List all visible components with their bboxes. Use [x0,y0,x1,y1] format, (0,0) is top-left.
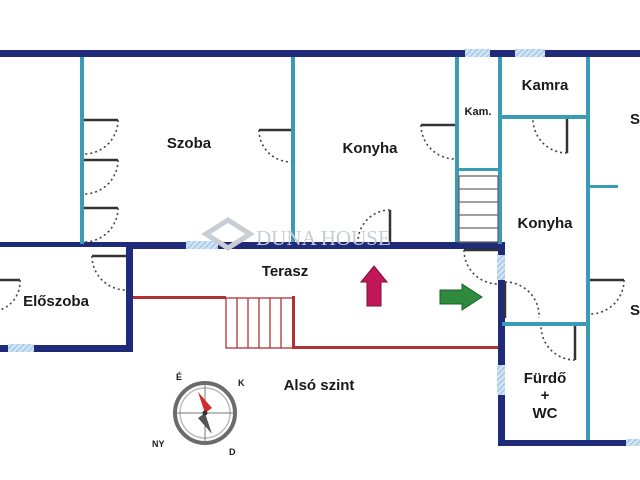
compass-north: É [176,372,182,382]
windows [8,49,640,446]
stairs-terasz [225,297,295,349]
room-label-konyha-right: Konyha [517,215,573,232]
room-label-konyha: Konyha [342,140,398,157]
room-label-furdo: Fürdő [524,370,567,387]
door-swings [0,118,625,361]
compass-east: K [238,378,245,388]
room-label-szoba: Szoba [167,135,212,152]
level-label: Alsó szint [284,377,355,394]
entry-arrow-red [359,265,389,307]
compass-south: D [229,447,236,457]
terrace-edge [133,296,498,349]
compass-icon: É K D NY [152,372,245,457]
room-label-eloszoba: Előszoba [23,293,90,310]
room-label-edge-top: S [630,111,640,128]
stairs-kam [458,175,499,243]
entry-arrow-green [439,283,483,311]
room-label-wc: WC [533,405,558,422]
room-label-furdo-plus: + [541,387,550,404]
room-label-terasz: Terasz [262,263,308,280]
room-label-kamra: Kamra [522,77,569,94]
room-label-edge-bottom: S [630,302,640,319]
room-label-kam: Kam. [465,106,492,118]
duna-house-logo: DUNA HOUSE [201,217,391,251]
compass-west: NY [152,439,165,449]
inner-walls [80,57,618,440]
watermark-text: DUNA HOUSE [256,226,391,250]
